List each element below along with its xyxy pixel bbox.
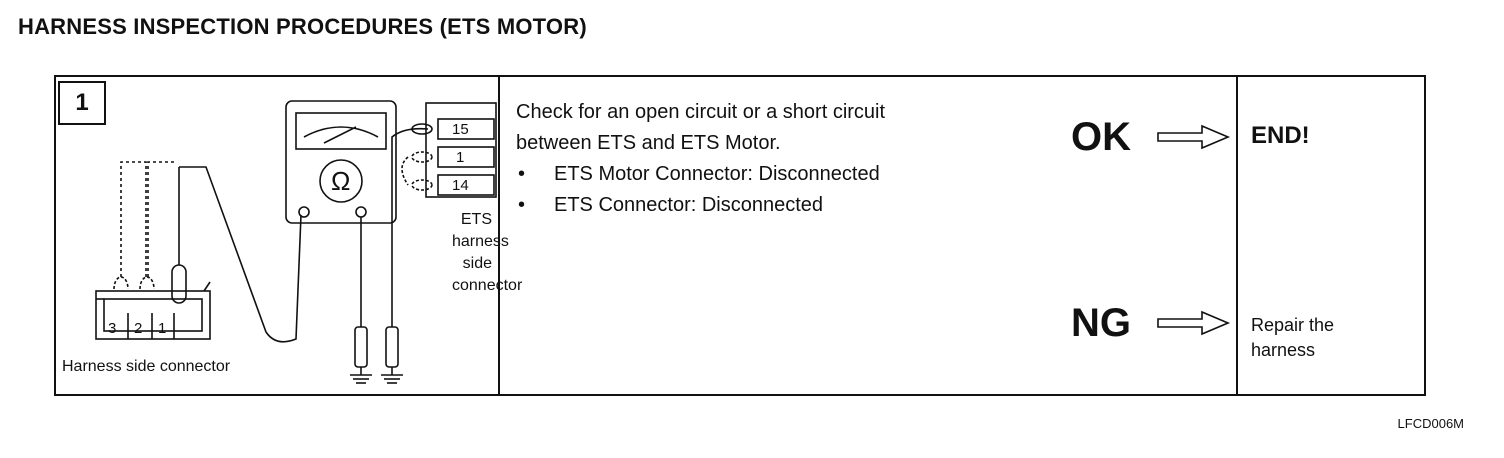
page-title: HARNESS INSPECTION PROCEDURES (ETS MOTOR… [18,14,587,39]
ets-probe [385,326,399,368]
ets-connector-body [425,102,497,198]
probe-solid [171,264,187,304]
procedure-table: 1 [54,75,1426,396]
column-divider [1236,77,1238,394]
harness-connector-body [95,290,211,340]
ng-result: Repair the harness [1251,315,1335,360]
wiring-diagram: 3 2 1 15 1 14 Ω [95,100,497,384]
ets-pin-1: 1 [456,149,464,166]
harness-pin-2: 2 [134,320,142,337]
multimeter-body [285,100,397,224]
ets-pin-15: 15 [452,121,469,138]
column-divider [498,77,500,394]
ok-arrow-icon [1157,124,1231,150]
ng-arrow-icon [1157,310,1231,336]
step-number: 1 [58,81,106,125]
ets-pin-14: 14 [452,177,469,194]
figure-code: LFCD006M [1397,416,1464,431]
ok-label: OK [1071,115,1131,159]
meter-dial [319,159,363,203]
harness-side-connector-label: Harness side connector [62,358,231,375]
harness-pin-3: 3 [108,320,116,337]
instruction-text: Check for an open circuit or a short cir… [516,97,885,221]
condition-item: ETS Motor Connector: Disconnected [516,159,885,190]
ng-label: NG [1071,301,1131,345]
ground-probe [354,326,368,368]
ohm-symbol: Ω [331,166,350,196]
harness-pin-1: 1 [158,320,166,337]
ok-result: END! [1251,122,1310,149]
ets-connector-label: ETS harness side connector [452,211,523,294]
condition-list: ETS Motor Connector: Disconnected ETS Co… [516,159,885,221]
condition-item: ETS Connector: Disconnected [516,190,885,221]
